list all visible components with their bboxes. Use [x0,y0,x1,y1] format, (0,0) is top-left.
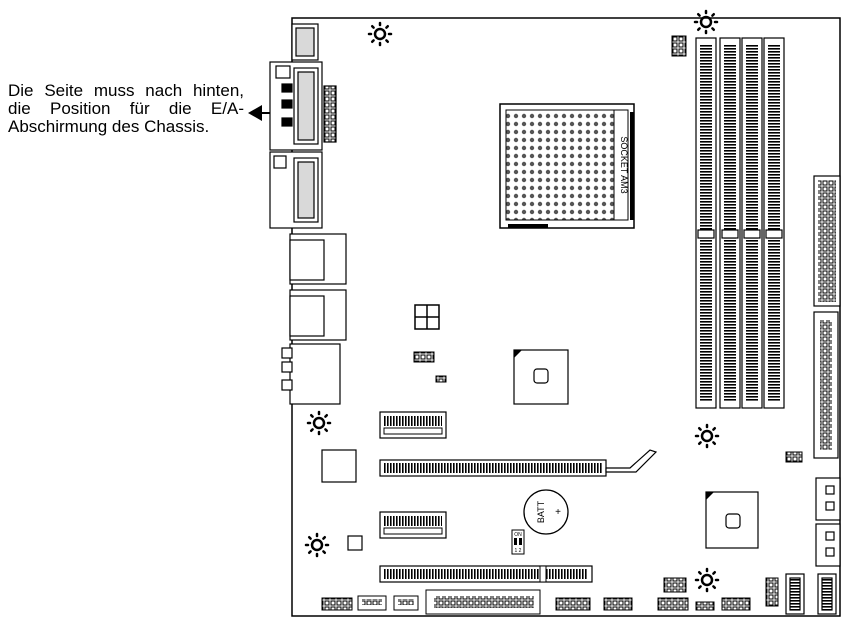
sata-connectors [815,477,841,567]
dip-on-label: ON [514,532,522,538]
dip-number-label: 1 2 [515,548,522,554]
header-jumper [413,351,435,363]
dimm-slot [741,37,763,409]
serial-header [721,597,751,611]
cpu-socket: SOCKET AM3 [499,103,635,229]
dip-switch: ON 1 2 [511,529,525,555]
dimm-slot [719,37,741,409]
spdif-header [765,577,779,607]
io-shield-callout-text: Die Seite muss nach hinten, die Position… [8,81,244,136]
battery-polarity: + [555,507,561,518]
chassis-intrusion-header [695,601,715,611]
parallel-header [323,85,337,143]
sata-port [815,477,841,521]
dimm-slot [763,37,785,409]
socket-label: SOCKET AM3 [619,136,629,193]
atx12v-connector [414,304,440,330]
battery-label: BATT [536,500,546,523]
pcie-x1-slot [379,411,447,439]
system-fan-header [785,451,803,463]
bottom-headers [321,577,779,615]
dimm-slots [695,37,785,409]
dimm-slot [695,37,717,409]
clear-cmos-jumper [435,375,447,383]
tpm-header [663,577,687,593]
pci-slot [379,565,593,583]
northbridge-chip [513,349,569,405]
usb-header [555,597,591,611]
usb-header [603,597,633,611]
sata-port [815,523,841,567]
pcie-x16-slot [379,449,658,477]
front-panel-header [657,597,689,611]
pcie-x1-slot [379,511,447,539]
jumper-block [347,535,363,551]
sata-vertical-ports [785,573,837,615]
cmos-battery: BATT + [523,489,569,535]
audio-codec-chip [321,449,357,483]
front-audio-header [321,597,353,611]
audio-jacks [289,343,341,405]
southbridge-chip [705,491,759,549]
rear-io-panel [269,23,347,405]
cpu-fan-header [671,35,687,57]
